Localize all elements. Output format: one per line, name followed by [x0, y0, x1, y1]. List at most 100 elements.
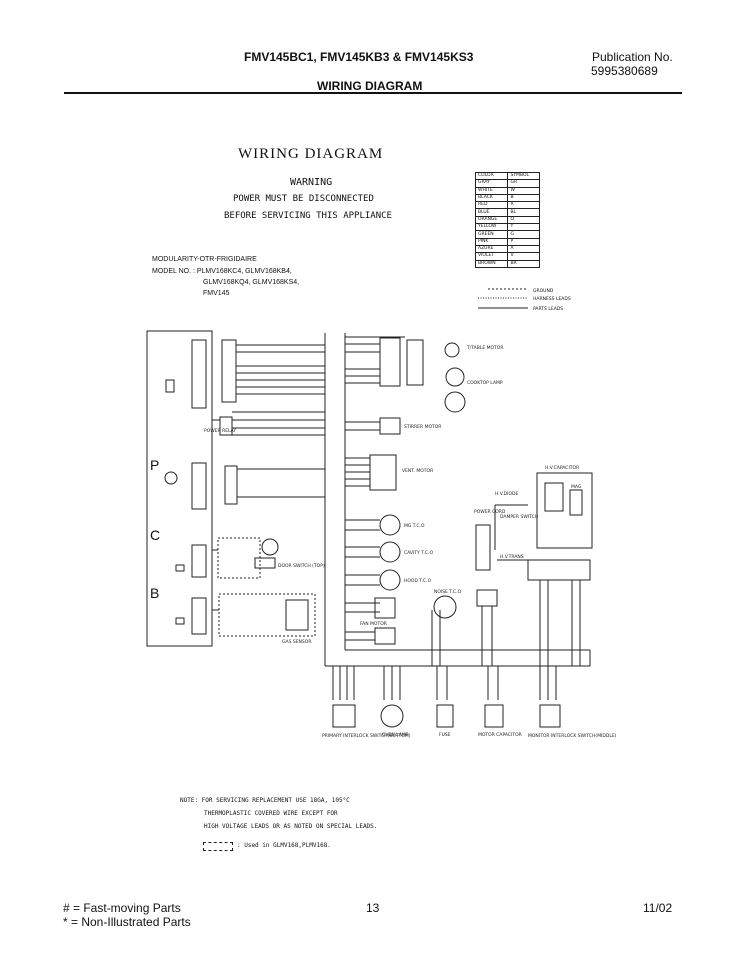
motor-capacitor-symbol	[484, 704, 504, 728]
power-cord-terminal	[476, 589, 498, 607]
note-line-1: NOTE: FOR SERVICING REPLACEMENT USE 18GA…	[180, 797, 350, 804]
legend-color-symbol: V	[507, 252, 540, 261]
label-turntable-motor: T/TABLE MOTOR	[466, 345, 503, 351]
warning-heading: WARNING	[290, 177, 333, 188]
publication-number: 5995380689	[591, 64, 658, 78]
note-line-3: HIGH VOLTAGE LEADS OR AS NOTED ON SPECIA…	[204, 823, 378, 830]
section-title: WIRING DIAGRAM	[317, 79, 423, 93]
stirrer-motor-box	[379, 417, 401, 435]
footer-non-illustrated: * = Non-Illustrated Parts	[63, 915, 191, 929]
warning-line-1: POWER MUST BE DISCONNECTED	[233, 194, 374, 204]
hv-circuit-frame	[536, 472, 593, 549]
label-noise-tco: NOISE T.C.O	[434, 589, 462, 595]
connector-p	[191, 462, 207, 510]
legend-ground: GROUND	[533, 289, 554, 294]
label-fan-motor: FAN MOTOR	[360, 621, 387, 627]
door-switch-box	[254, 557, 276, 569]
turntable-motor-symbol	[444, 342, 460, 358]
fuse-symbol	[436, 704, 454, 728]
connector-b-block	[175, 617, 185, 625]
noise-tco-symbol	[433, 595, 457, 619]
connector-c-block	[175, 564, 185, 572]
hood-tco-symbol	[379, 569, 401, 591]
modularity-label: MODULARITY-OTR-FRIGIDAIRE	[152, 256, 257, 263]
section-letter-c: C	[150, 527, 161, 543]
section-letter-b: B	[150, 585, 160, 601]
label-vent-motor: VENT. MOTOR	[402, 468, 433, 474]
probe-jack	[261, 538, 279, 556]
footer-date: 11/02	[643, 901, 673, 915]
used-note-bracket	[203, 842, 233, 851]
label-stirrer-motor: STIRRER MOTOR	[404, 424, 441, 430]
board-wires-top	[232, 344, 325, 498]
primary-interlock-switch	[332, 704, 356, 728]
label-hv-diode: H.V.DIODE	[495, 491, 518, 497]
fan-motor-box	[374, 597, 396, 619]
page-number: 13	[366, 901, 380, 915]
label-mag: MAG	[571, 484, 582, 490]
power-cord-plug	[475, 524, 491, 571]
models-header: FMV145BC1, FMV145KB3 & FMV145KS3	[244, 50, 474, 64]
label-door-switch: DOOR SWITCH (TOP)	[278, 563, 325, 569]
harness-connector-b	[218, 593, 316, 637]
label-primary-interlock: PRIMARY INTERLOCK SWITCH(BOTTOM)	[322, 733, 411, 739]
cavity-tco-symbol	[379, 541, 401, 563]
model-no-line-2: GLMV168KQ4, GLMV168KS4,	[203, 279, 300, 286]
turntable-connector	[379, 337, 401, 387]
label-hood-tco: HOOD T.C.O	[404, 578, 432, 584]
connector-top	[191, 339, 207, 409]
label-gas-sensor: GAS SENSOR	[282, 639, 311, 645]
label-cooktop-lamp: COOKTOP LAMP	[467, 380, 503, 386]
label-power-cord: POWER CORD	[474, 509, 506, 515]
component-wires	[345, 336, 405, 641]
legend-color-symbol: BR	[507, 259, 540, 268]
relay-block	[165, 379, 175, 393]
label-fuse: FUSE	[439, 732, 451, 738]
label-hv-trans: H.V.TRANS	[500, 554, 524, 560]
label-hv-capacitor: H.V.CAPACITOR	[545, 465, 579, 471]
gas-sensor-box	[285, 599, 309, 631]
power-relay-box	[219, 416, 233, 436]
legend-color-name: BROWN	[474, 259, 509, 268]
label-cavity-tco: CAVITY T.C.O	[404, 550, 433, 556]
publication-label: Publication No.	[592, 50, 673, 64]
connector-b	[191, 597, 207, 635]
cooktop-lamp-lower	[444, 391, 466, 413]
mag-box	[569, 489, 583, 516]
mg-tco-symbol	[379, 514, 401, 536]
cooktop-lamp-symbol	[445, 367, 465, 387]
diagram-title: WIRING DIAGRAM	[238, 146, 384, 162]
harness-connector-c	[217, 537, 261, 579]
legend-harness-leads: HARNESS LEADS	[533, 297, 571, 302]
legend-parts-leads: PARTS LEADS	[533, 307, 564, 312]
vent-motor-box	[369, 454, 397, 491]
connector-c	[191, 544, 207, 578]
harness-connector-top	[221, 339, 237, 403]
label-mg-tco: MG T.C.O	[404, 523, 425, 529]
label-damper-switch: DAMPER SWITCH	[500, 514, 538, 520]
legend-color-name: VIOLET	[474, 252, 509, 261]
bottom-terminals	[332, 666, 557, 700]
used-note: : Used in GLMV168,PLMV168.	[237, 842, 331, 849]
note-line-2: THERMOPLASTIC COVERED WIRE EXCEPT FOR	[204, 810, 338, 817]
model-no-line-1: MODEL NO. : PLMV168KC4, GLMV168KB4,	[152, 268, 292, 275]
bus-drop-wires	[431, 580, 581, 666]
hv-trans-box	[527, 559, 591, 581]
warning-line-2: BEFORE SERVICING THIS APPLIANCE	[224, 211, 392, 221]
label-motor-capacitor: MOTOR CAPACITOR	[478, 732, 522, 738]
model-no-line-3: FMV145	[203, 290, 230, 297]
oven-lamp-symbol	[380, 704, 404, 728]
hv-capacitor-box	[544, 482, 564, 512]
label-monitor-interlock: MONITOR INTERLOCK SWITCH(MIDDLE)	[528, 733, 617, 739]
control-board	[146, 330, 213, 647]
section-letter-p: P	[150, 457, 160, 473]
label-oven-lamp: OVEN LAMP	[382, 732, 409, 738]
board-wires-bottom	[212, 419, 220, 611]
label-power-relay: POWER RELAY	[204, 428, 236, 434]
harness-connector-p	[224, 465, 238, 505]
fan-connector	[374, 627, 396, 645]
